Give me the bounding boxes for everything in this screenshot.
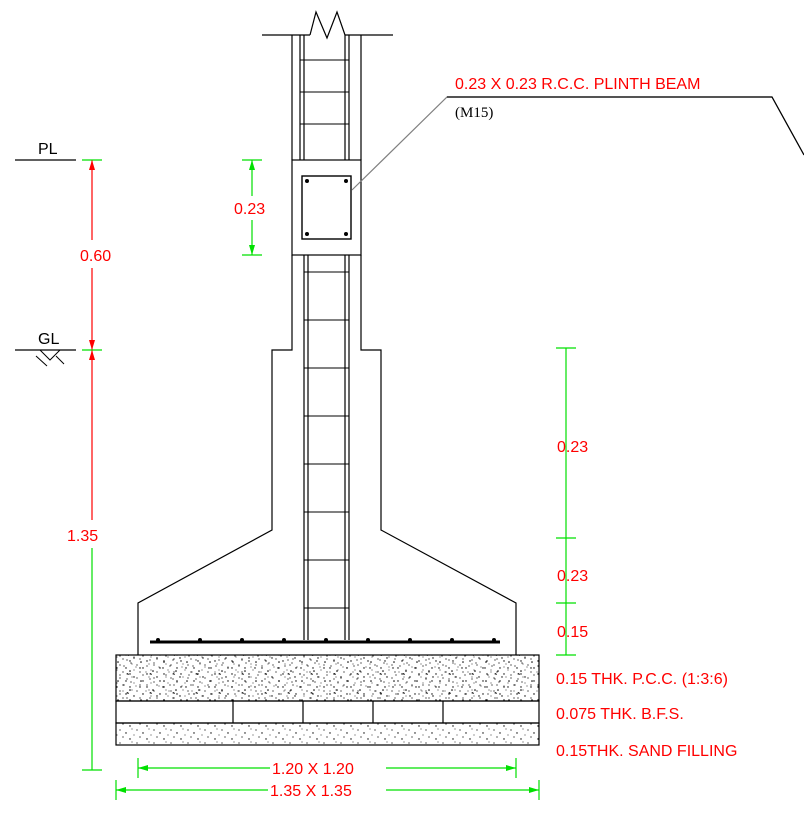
pcc-layer [115, 654, 540, 702]
pcc-plan-dimension [115, 780, 540, 800]
mesh-bar [156, 638, 160, 642]
plinth-beam-grade: (M15) [455, 105, 493, 121]
mesh-bar [324, 638, 328, 642]
dim-taper-height: 0.23 [557, 568, 588, 585]
mesh-bar [450, 638, 454, 642]
dim-pl-to-gl: 0.60 [80, 248, 111, 265]
plinth-beam-leader [351, 96, 804, 191]
ground-hatch-icon [39, 349, 61, 361]
column-reinforcement [299, 35, 350, 640]
footing-mesh [150, 638, 500, 644]
dim-pcc-plan: 1.35 X 1.35 [270, 783, 352, 800]
bfs-layer-callout: 0.075 THK. B.F.S. [556, 706, 684, 723]
plinth-beam-callout: 0.23 X 0.23 R.C.C. PLINTH BEAM [455, 76, 700, 93]
bfs-layer [115, 700, 540, 724]
level-dimension-line [82, 159, 102, 771]
dim-footing-plan: 1.20 X 1.20 [272, 761, 354, 778]
mesh-bar [198, 638, 202, 642]
mesh-bar [366, 638, 370, 642]
footing-plan-dimension [137, 758, 517, 778]
right-dimension-chain [556, 347, 576, 656]
sand-layer [115, 722, 540, 746]
mesh-bar [408, 638, 412, 642]
plinth-beam-reinforcement [301, 175, 352, 240]
dim-footing-base: 0.15 [557, 624, 588, 641]
mesh-bar [282, 638, 286, 642]
plinth-level-marker: PL [15, 141, 76, 161]
ground-level-label: GL [38, 331, 59, 348]
plinth-level-label: PL [38, 141, 58, 158]
beam-bars [305, 179, 348, 236]
break-line [309, 10, 346, 40]
column-ties [300, 59, 349, 609]
dim-pedestal-height: 0.23 [557, 439, 588, 456]
dim-beam-depth: 0.23 [234, 201, 265, 218]
dim-gl-to-bottom: 1.35 [67, 528, 98, 545]
mesh-bar [492, 638, 496, 642]
ground-level-marker: GL [15, 331, 76, 367]
pcc-layer-callout: 0.15 THK. P.C.C. (1:3:6) [556, 671, 728, 688]
mesh-bar [240, 638, 244, 642]
sand-layer-callout: 0.15THK. SAND FILLING [556, 743, 737, 760]
concrete-outline [137, 10, 517, 655]
plinth-beam-section [291, 159, 362, 256]
